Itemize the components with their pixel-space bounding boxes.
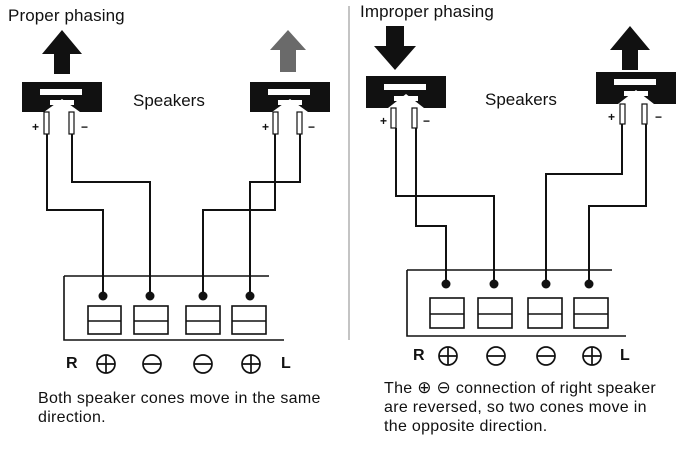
minus-circle-icon [142,354,162,374]
right-panel-caption: The ⊕ ⊖ connection of right speaker are … [384,378,674,436]
right-speaker-right-minus: − [423,114,431,128]
wires [395,124,647,284]
speaker-right-icon [366,76,446,129]
up-arrow-icon [270,30,306,72]
right-terminal-r-label: R [413,347,425,364]
plus-circle-icon [96,354,116,374]
right-panel [366,26,676,366]
plus-circle-icon [582,346,602,366]
terminal-posts [98,291,255,301]
right-speakers-label: Speakers [485,90,557,109]
plus-circle-icon [241,354,261,374]
left-speaker-left-minus: − [308,120,316,134]
terminal-polarity-symbols [438,346,602,366]
left-terminal-r-label: R [66,355,78,372]
up-arrow-icon [42,30,82,74]
right-speaker-right-plus: + [380,114,388,128]
minus-circle-icon [193,354,213,374]
up-arrow-icon [610,26,650,70]
terminal-posts [441,279,594,289]
caption-text: connection of right speaker are reversed… [384,380,657,435]
speaker-left-icon [596,72,676,125]
caption-prefix: The [384,380,413,397]
right-speaker-left-plus: + [608,110,616,124]
left-panel [22,30,330,374]
down-arrow-icon [374,26,416,70]
left-speakers-label: Speakers [133,91,205,110]
wires [46,134,301,296]
minus-circle-icon: ⊖ [436,378,452,397]
left-speaker-right-minus: − [81,120,89,134]
right-panel-title: Improper phasing [360,2,494,21]
plus-circle-icon: ⊕ [417,378,432,397]
plus-circle-icon [438,346,458,366]
left-terminal-l-label: L [281,355,291,372]
left-panel-caption: Both speaker cones move in the same dire… [38,390,321,426]
right-terminal-l-label: L [620,347,630,364]
left-speaker-right-plus: + [32,120,40,134]
minus-circle-icon [486,346,506,366]
terminal-block [63,275,284,341]
minus-circle-icon [536,346,556,366]
left-panel-title: Proper phasing [8,6,125,25]
right-speaker-left-minus: − [655,110,663,124]
terminal-block [406,269,626,337]
left-speaker-left-plus: + [262,120,270,134]
terminal-polarity-symbols [96,354,261,374]
